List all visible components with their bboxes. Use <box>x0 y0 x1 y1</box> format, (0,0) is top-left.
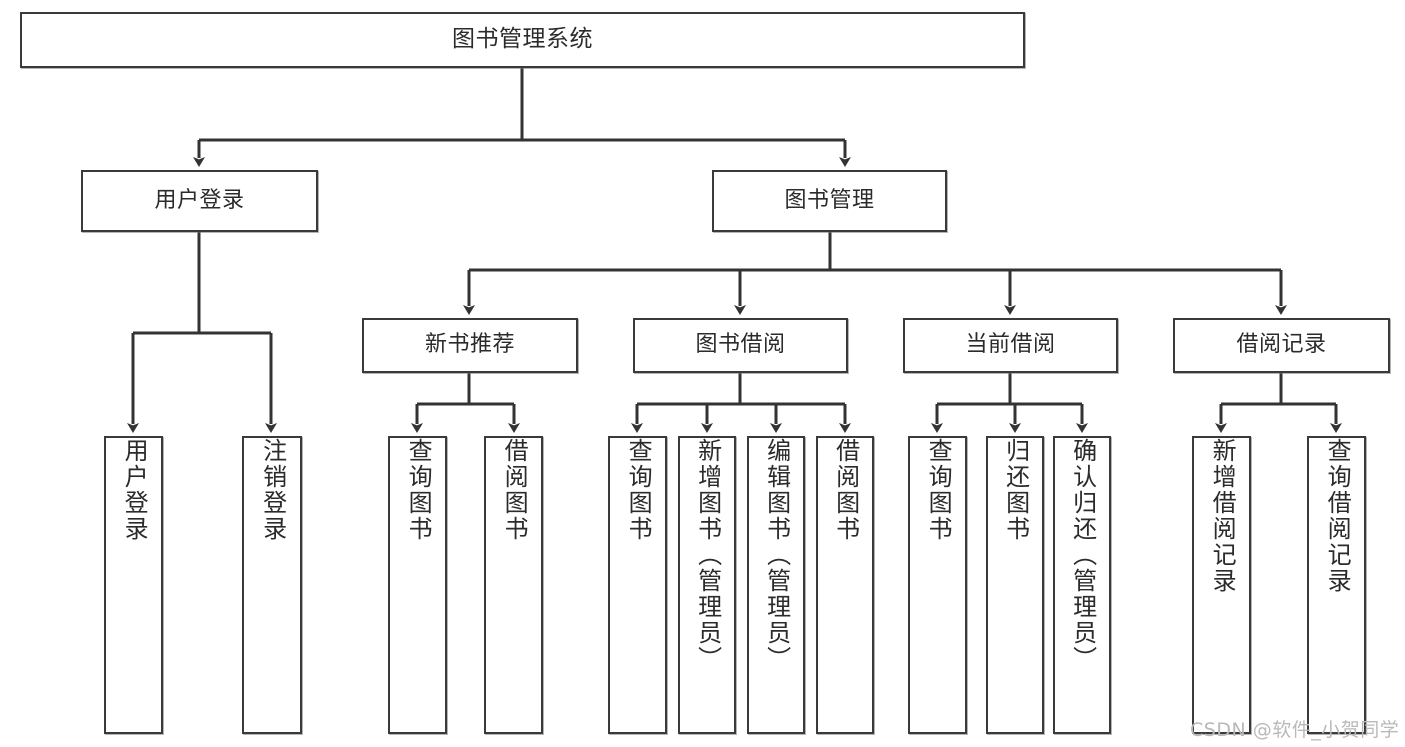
node-leaf-user-login[interactable]: 用户登录 <box>104 436 163 734</box>
node-label: 图书管理系统 <box>452 26 593 53</box>
node-label: 查询图书 <box>924 438 953 542</box>
node-leaf-recommend-borrow-book[interactable]: 借阅图书 <box>484 436 543 734</box>
node-leaf-add-borrow-record[interactable]: 新增借阅记录 <box>1192 436 1251 734</box>
node-book-manage[interactable]: 图书管理 <box>712 170 947 232</box>
node-label: 新增借阅记录 <box>1208 438 1237 594</box>
node-label: 图书借阅 <box>695 332 786 358</box>
node-leaf-edit-book-admin[interactable]: 编辑图书（管理员） <box>747 436 805 734</box>
csdn-watermark: CSDN @软件_小贺同学 <box>1190 719 1400 741</box>
node-label: 用户登录 <box>154 187 245 213</box>
node-label: 当前借阅 <box>965 332 1056 358</box>
node-leaf-add-book-admin[interactable]: 新增图书（管理员） <box>678 436 736 734</box>
node-label: 编辑图书（管理员） <box>762 438 791 672</box>
node-current-borrow[interactable]: 当前借阅 <box>903 318 1118 373</box>
node-root[interactable]: 图书管理系统 <box>20 12 1025 68</box>
node-label: 查询图书 <box>404 438 433 542</box>
node-label: 图书管理 <box>784 187 875 213</box>
node-label: 查询图书 <box>624 438 653 542</box>
node-leaf-recommend-query-book[interactable]: 查询图书 <box>388 436 447 734</box>
node-label: 确认归还（管理员） <box>1068 438 1097 672</box>
node-leaf-borrow-book[interactable]: 借阅图书 <box>816 436 874 734</box>
node-leaf-return-book[interactable]: 归还图书 <box>986 436 1044 734</box>
node-label: 借阅记录 <box>1236 332 1327 358</box>
node-label: 归还图书 <box>1001 438 1030 542</box>
node-label: 新增图书（管理员） <box>693 438 722 672</box>
node-leaf-borrow-query-book[interactable]: 查询图书 <box>608 436 667 734</box>
node-user-login[interactable]: 用户登录 <box>81 170 318 232</box>
node-label: 借阅图书 <box>831 438 860 542</box>
node-new-book-recommend[interactable]: 新书推荐 <box>362 318 578 373</box>
node-label: 用户登录 <box>120 438 149 542</box>
node-label: 查询借阅记录 <box>1323 438 1352 594</box>
node-leaf-current-query-book[interactable]: 查询图书 <box>908 436 967 734</box>
node-leaf-query-borrow-record[interactable]: 查询借阅记录 <box>1307 436 1366 734</box>
node-label: 借阅图书 <box>500 438 529 542</box>
node-borrow-record[interactable]: 借阅记录 <box>1173 318 1390 373</box>
node-leaf-logout[interactable]: 注销登录 <box>242 436 302 734</box>
node-book-borrow[interactable]: 图书借阅 <box>633 318 848 373</box>
node-leaf-confirm-return-admin[interactable]: 确认归还（管理员） <box>1053 436 1111 734</box>
node-label: 注销登录 <box>258 438 287 542</box>
node-label: 新书推荐 <box>424 332 515 358</box>
